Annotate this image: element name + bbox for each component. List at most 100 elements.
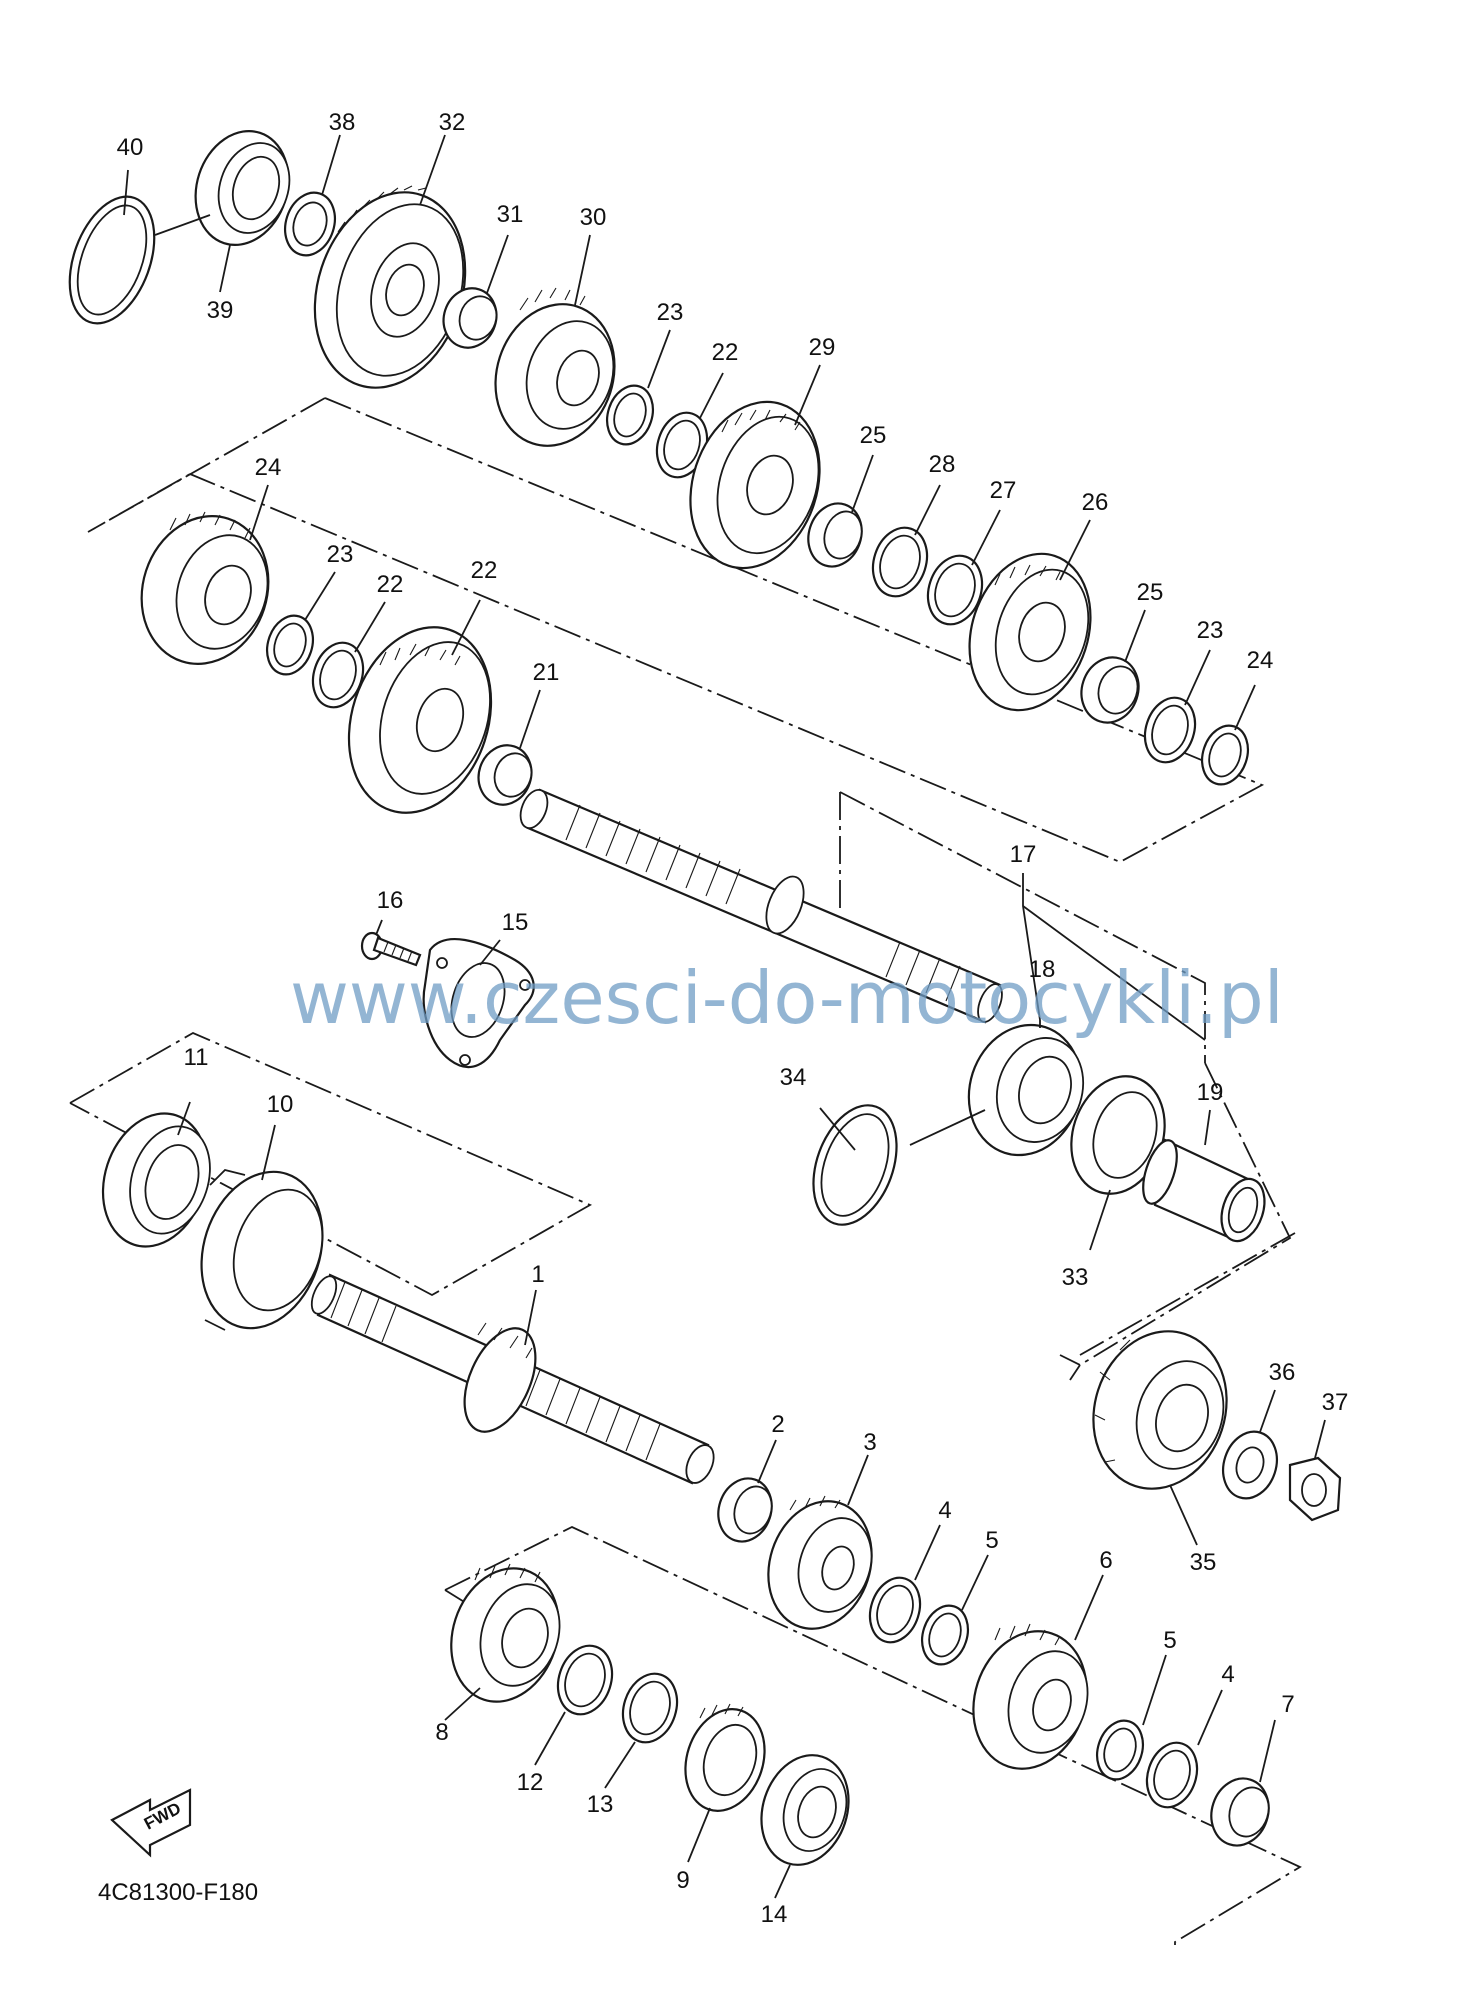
callout-4b: 4: [1221, 1661, 1234, 1688]
upper-shaft: [519, 788, 1003, 1024]
callout-17: 17: [1010, 841, 1037, 868]
part-14-bearing: [760, 1754, 850, 1866]
part-18-bearing: [967, 1023, 1085, 1157]
part-34-circlip: [812, 1104, 898, 1226]
part-32-gear: [313, 185, 467, 389]
callout-34: 34: [780, 1064, 807, 1091]
callout-22a: 22: [712, 339, 739, 366]
callout-14: 14: [761, 1901, 788, 1928]
callout-1: 1: [531, 1261, 544, 1288]
part-38-washer: [284, 191, 336, 257]
callout-18: 18: [1029, 956, 1056, 983]
callout-15: 15: [502, 909, 529, 936]
part-2-bushing: [717, 1477, 773, 1543]
callout-27: 27: [990, 477, 1017, 504]
part-25-bearing-right: [1080, 656, 1140, 724]
part-39-bearing: [194, 130, 291, 246]
callout-35: 35: [1190, 1549, 1217, 1576]
part-23-circlip-right: [1201, 724, 1249, 786]
part-23-circlip-mid: [266, 614, 314, 676]
callout-39: 39: [207, 297, 234, 324]
callout-38: 38: [329, 109, 356, 136]
part-15-plate: [422, 938, 535, 1069]
callout-2: 2: [771, 1411, 784, 1438]
part-36-washer: [1222, 1430, 1278, 1500]
part-28-washer: [871, 526, 929, 598]
callout-12: 12: [517, 1769, 544, 1796]
part-5-circlip-right: [1096, 1719, 1144, 1781]
lower-shaft: [310, 1273, 715, 1485]
fwd-arrow-icon: FWD: [110, 1788, 192, 1858]
part-31-bushing: [442, 287, 498, 349]
part-33-seal: [1070, 1075, 1166, 1195]
callout-22c: 23: [1197, 617, 1224, 644]
callout-5b: 5: [1163, 1627, 1176, 1654]
part-22-washer-top: [655, 411, 709, 479]
part-20-bushing: [477, 744, 533, 806]
callout-23b: 23: [327, 541, 354, 568]
callout-11: 11: [184, 1044, 209, 1071]
part-29-gear: [689, 400, 821, 570]
callout-25b: 25: [1137, 579, 1164, 606]
part-30-gear: [494, 287, 616, 447]
callout-22b: 22: [377, 571, 404, 598]
callout-31: 31: [497, 201, 524, 228]
drawing-code: 4C81300-F180: [98, 1879, 258, 1906]
part-23-circlip-top: [606, 384, 654, 446]
part-4-washer-left: [868, 1576, 922, 1644]
part-37-nut: [1288, 1456, 1342, 1522]
part-12-washer: [556, 1644, 614, 1716]
callout-13: 13: [587, 1791, 614, 1818]
part-10-housing: [200, 1169, 324, 1331]
callout-21: 22: [471, 557, 498, 584]
part-22-washer-right: [1143, 696, 1197, 764]
callout-5a: 5: [985, 1527, 998, 1554]
callout-36: 36: [1269, 1359, 1296, 1386]
part-8-gear: [450, 1563, 561, 1703]
callout-7: 7: [1281, 1691, 1294, 1718]
callout-29: 29: [809, 334, 836, 361]
callout-26: 26: [1082, 489, 1109, 516]
part-35-sprocket: [1092, 1330, 1228, 1490]
part-5-circlip-left: [921, 1604, 969, 1666]
part-26-gear: [968, 552, 1092, 712]
callout-40: 40: [117, 134, 144, 161]
part-27-washer: [926, 554, 984, 626]
callout-10: 10: [267, 1091, 294, 1118]
watermark: www.czesci-do-motocykli.pl: [290, 956, 1284, 1040]
callout-9: 9: [676, 1867, 689, 1894]
callout-33: 33: [1062, 1264, 1089, 1291]
callout-30: 30: [580, 204, 607, 231]
callout-labels: 40 39 38 32 31 30 23 22 29 25 28 27 26 2…: [117, 109, 1274, 674]
part-40-circlip: [68, 195, 156, 325]
part-3-gear: [767, 1495, 873, 1630]
callout-4a: 4: [938, 1497, 951, 1524]
callout-3: 3: [863, 1429, 876, 1456]
part-11-bearing: [101, 1112, 211, 1248]
callout-16: 16: [377, 887, 404, 914]
part-16-bolt: [360, 931, 422, 967]
part-24-gear: [140, 511, 270, 665]
callout-25a: 25: [860, 422, 887, 449]
callout-20: 21: [533, 659, 560, 686]
part-4-washer-right: [1145, 1741, 1199, 1809]
callout-labels-final: 24: [255, 454, 282, 481]
callout-8: 8: [435, 1719, 448, 1746]
callout-23c: 24: [1247, 647, 1274, 674]
callout-32: 32: [439, 109, 466, 136]
callout-24-final: 24: [255, 454, 282, 481]
callout-6: 6: [1099, 1547, 1112, 1574]
callout-23a: 23: [657, 299, 684, 326]
part-13-washer: [621, 1672, 679, 1744]
leader-lines: [123, 134, 1326, 1899]
callout-28: 28: [929, 451, 956, 478]
callout-37: 37: [1322, 1389, 1349, 1416]
part-21-gear: [347, 626, 493, 814]
part-19-collar: [1142, 1138, 1266, 1243]
callout-19: 19: [1197, 1079, 1224, 1106]
part-6-gear: [972, 1623, 1089, 1770]
part-25-bearing-top: [807, 502, 863, 568]
part-7-bearing: [1210, 1777, 1270, 1847]
